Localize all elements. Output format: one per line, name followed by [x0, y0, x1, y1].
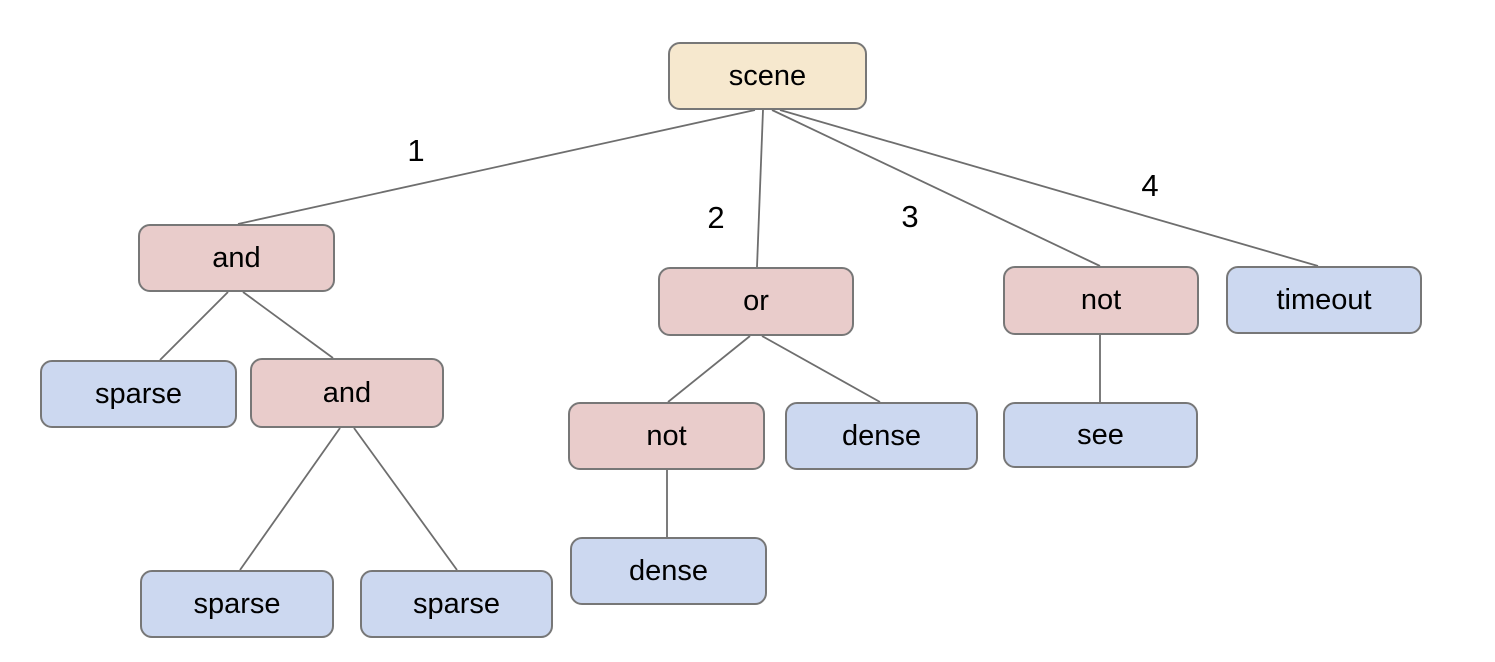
edge-scene-not — [771, 109, 1101, 267]
node-label: dense — [841, 419, 921, 452]
node-label: sparse — [94, 377, 183, 410]
edge-and2-sparse3 — [353, 427, 458, 571]
node-dense-2: dense — [570, 537, 767, 605]
edge-label-2: 2 — [707, 200, 724, 235]
node-sparse-1: sparse — [40, 360, 237, 428]
edge-and1-and2 — [242, 291, 334, 359]
node-label: scene — [728, 59, 807, 92]
node-sparse-2: sparse — [140, 570, 334, 638]
node-label: sparse — [193, 587, 281, 620]
node-label: and — [212, 241, 261, 274]
edge-and1-sparse1 — [159, 291, 229, 361]
node-label: or — [743, 285, 769, 317]
edge-label-3: 3 — [901, 199, 918, 234]
edge-or-dense1 — [761, 335, 881, 403]
edge-scene-or — [756, 109, 764, 268]
node-scene: scene — [668, 42, 867, 110]
node-label: sparse — [412, 587, 501, 620]
node-not-2: not — [568, 402, 765, 470]
edge-scene-and — [237, 109, 756, 225]
node-label: see — [1077, 418, 1124, 451]
edge-and2-sparse2 — [239, 427, 341, 571]
node-or: or — [658, 267, 854, 336]
edge-scene-timeout — [779, 109, 1319, 267]
node-not-1: not — [1003, 266, 1199, 335]
node-sparse-3: sparse — [360, 570, 553, 638]
node-label: not — [1080, 284, 1122, 316]
node-see: see — [1003, 402, 1198, 468]
node-label: and — [322, 376, 372, 409]
node-timeout: timeout — [1226, 266, 1422, 334]
node-label: timeout — [1276, 283, 1372, 316]
edge-label-1: 1 — [407, 133, 424, 168]
edge-label-4: 4 — [1141, 168, 1158, 203]
node-label: dense — [628, 554, 708, 587]
node-and-2: and — [250, 358, 444, 428]
node-dense-1: dense — [785, 402, 978, 470]
edge-or-not2 — [667, 335, 751, 403]
node-label: not — [646, 419, 687, 452]
node-and-1: and — [138, 224, 335, 292]
